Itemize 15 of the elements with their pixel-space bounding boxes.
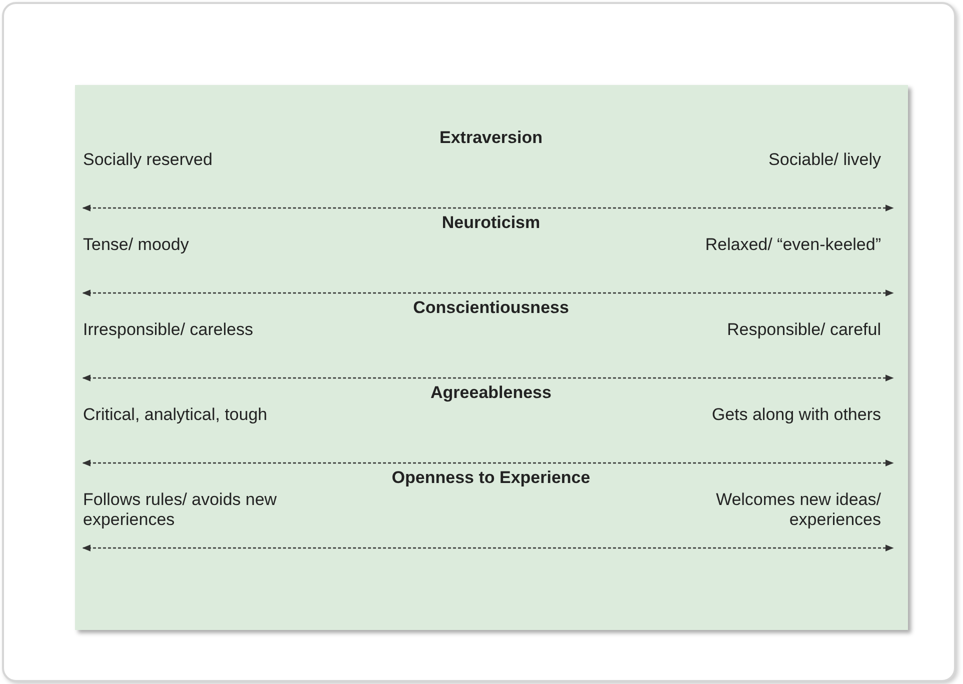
pole-label: Follows rules/ avoids new experiences bbox=[83, 490, 278, 530]
pole-label: Welcomes new ideas/ experiences bbox=[714, 490, 881, 530]
pole-label: Responsible/ careful bbox=[726, 320, 881, 340]
pole-label: Critical, analytical, tough bbox=[83, 405, 268, 425]
pole-label: Sociable/ lively bbox=[768, 150, 881, 170]
pole-label: Irresponsible/ careless bbox=[83, 320, 254, 340]
dimension-heading: Openness to Experience bbox=[390, 468, 592, 488]
dimension-heading: Neuroticism bbox=[440, 213, 542, 233]
dimension-heading: Conscientiousness bbox=[412, 298, 570, 318]
pole-label: Tense/ moody bbox=[83, 235, 190, 255]
dimension-heading: Agreeableness bbox=[430, 383, 552, 403]
pole-label: Socially reserved bbox=[83, 150, 214, 170]
dimension-heading: Extraversion bbox=[438, 128, 544, 148]
pole-label: Relaxed/ “even-keeled” bbox=[704, 235, 881, 255]
pole-label: Gets along with others bbox=[710, 405, 881, 425]
